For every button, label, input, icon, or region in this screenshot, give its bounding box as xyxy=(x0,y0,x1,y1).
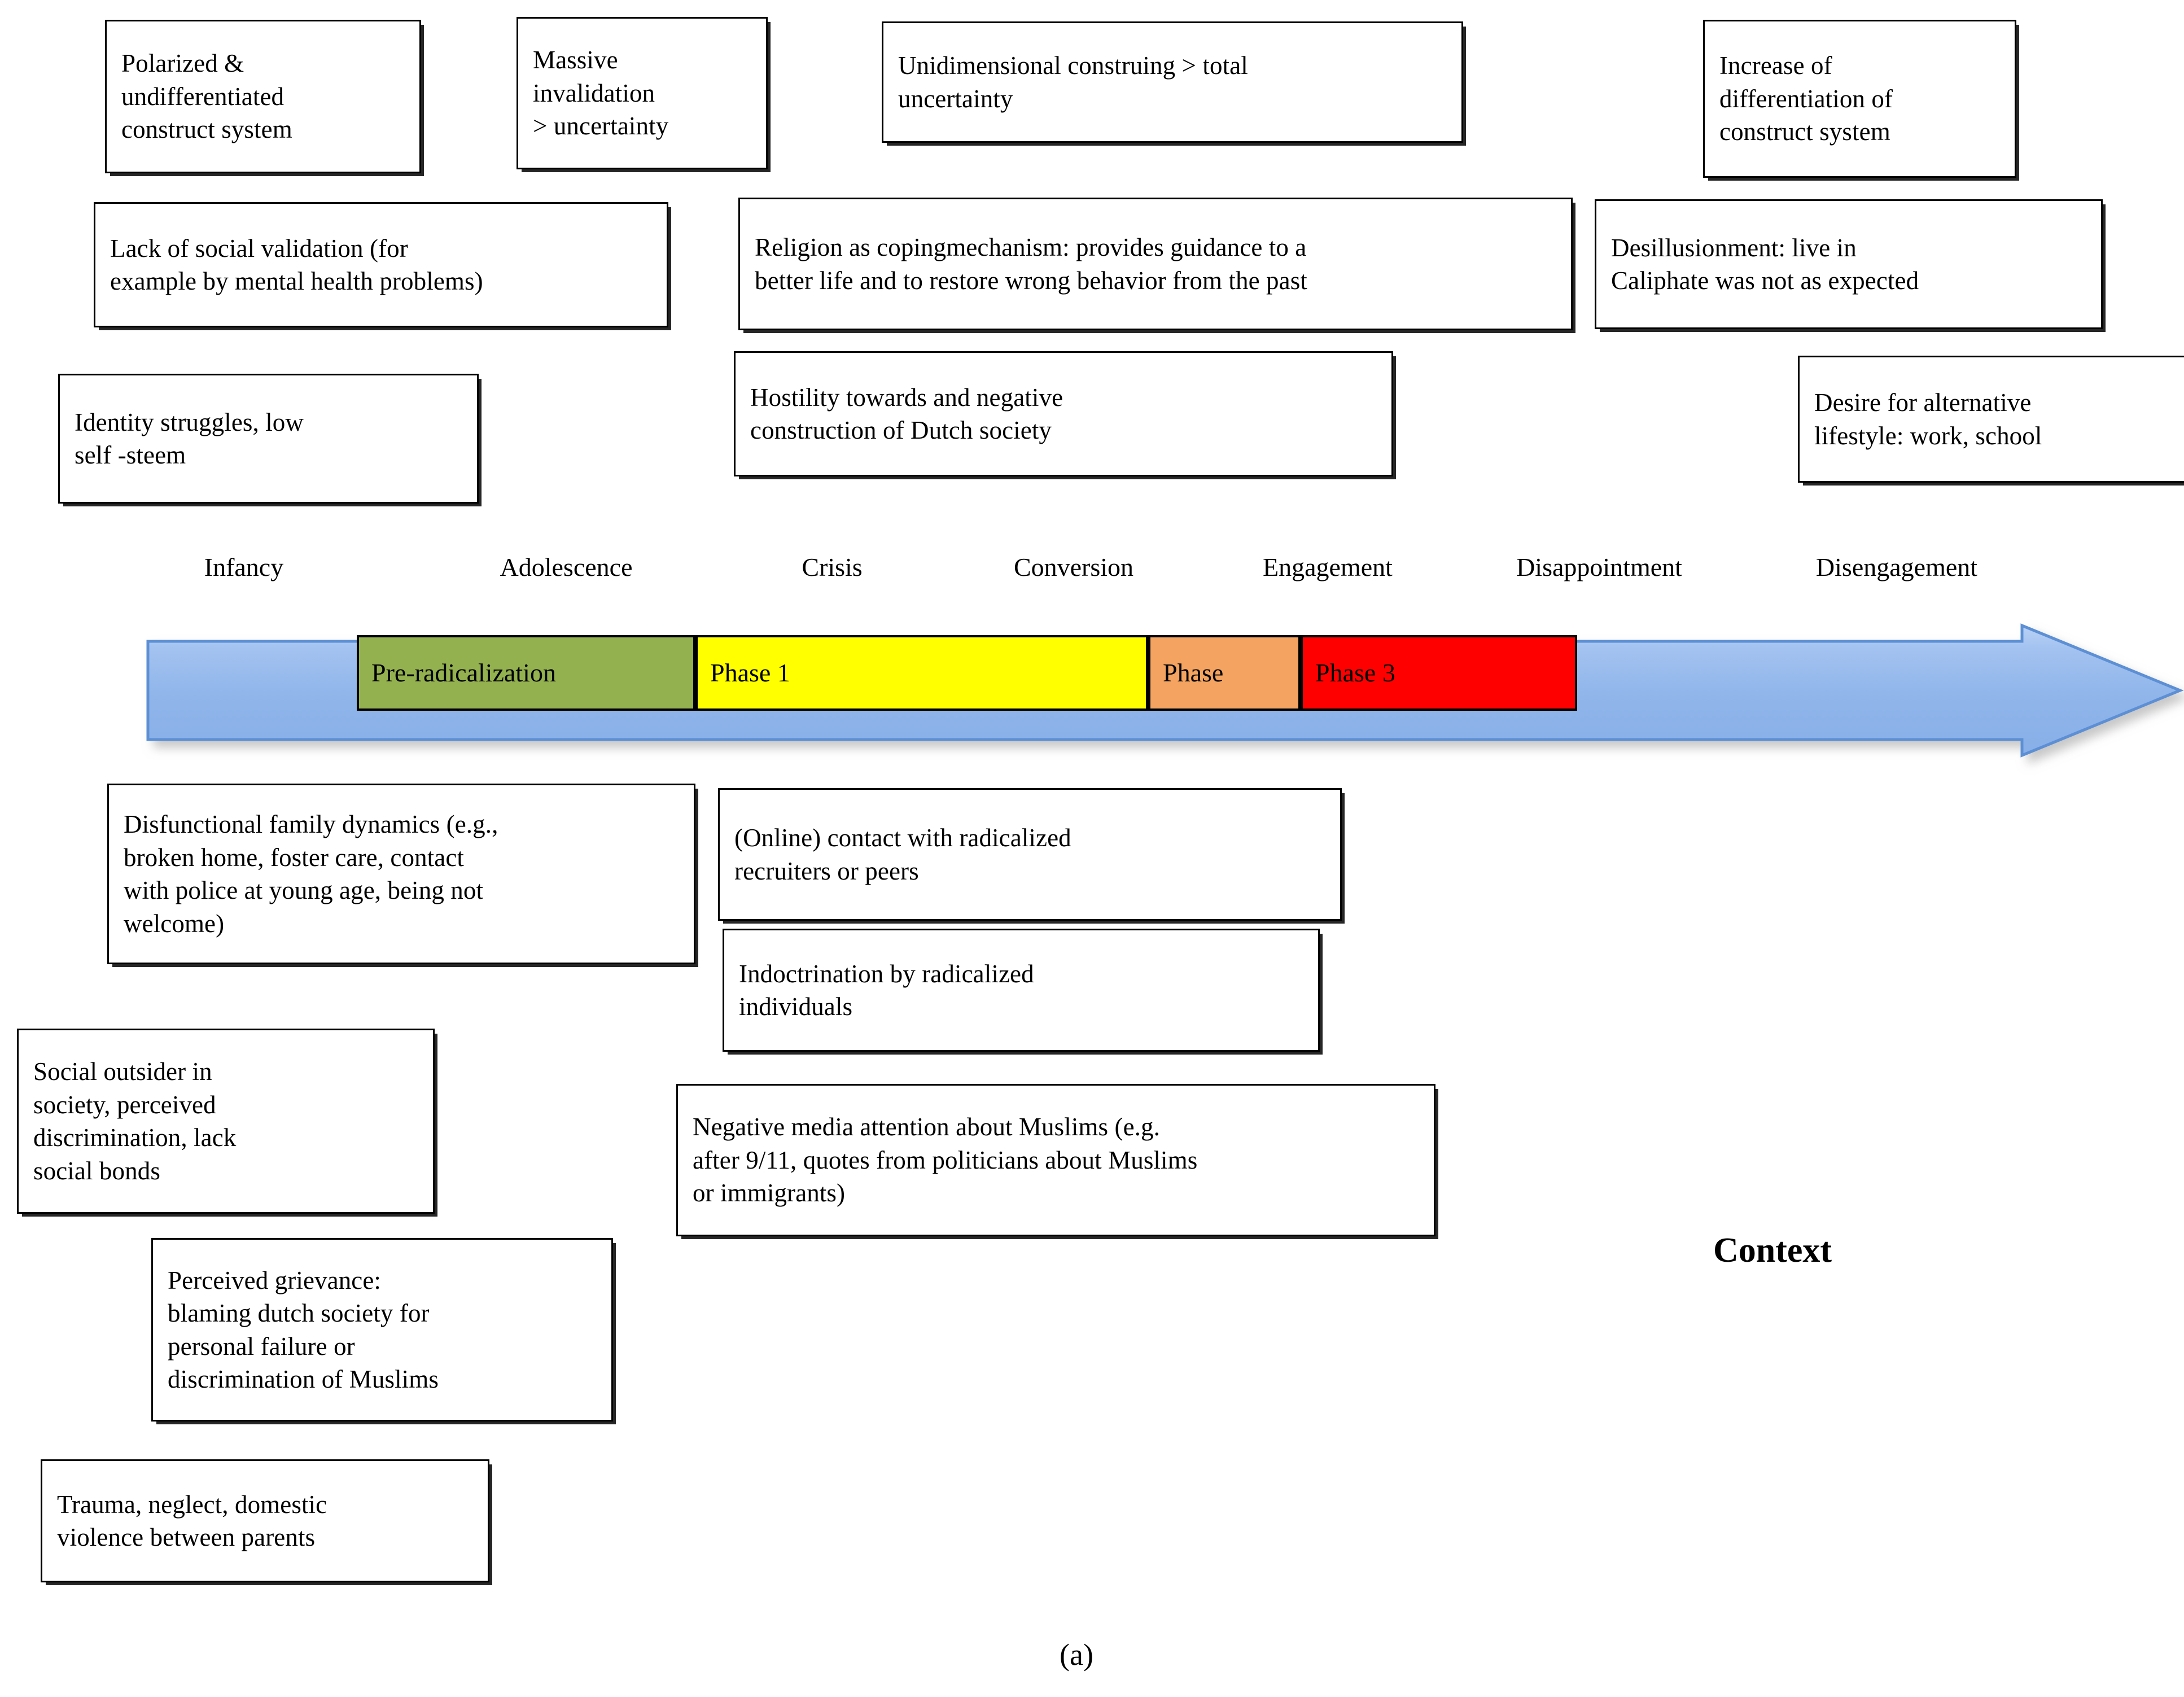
stage-label-crisis: Crisis xyxy=(802,553,863,581)
massive-invalidation-box: Massive invalidation > uncertainty xyxy=(517,17,768,169)
phase-label: Phase xyxy=(1163,658,1224,687)
stage-label-infancy: Infancy xyxy=(204,553,284,581)
phase-segment-3: Phase xyxy=(1148,635,1301,711)
hostility-dutch-society-box: Hostility towards and negative construct… xyxy=(734,351,1393,476)
polarized-construct-system-box: Polarized & undifferentiated construct s… xyxy=(105,20,421,173)
box-text: Social outsider in society, perceived di… xyxy=(33,1057,237,1185)
perceived-grievance-box: Perceived grievance: blaming dutch socie… xyxy=(151,1238,613,1422)
box-text: Religion as copingmechanism: provides gu… xyxy=(755,233,1307,295)
box-text: Indoctrination by radicalized individual… xyxy=(739,959,1034,1021)
box-text: Disfunctional family dynamics (e.g., bro… xyxy=(124,810,498,938)
box-text: Negative media attention about Muslims (… xyxy=(693,1113,1198,1208)
unidimensional-construing-box: Unidimensional construing > total uncert… xyxy=(882,21,1463,143)
context-label: Context xyxy=(1713,1231,1832,1270)
phase-label: Phase 3 xyxy=(1315,658,1395,687)
phase-segment-4: Phase 3 xyxy=(1301,635,1577,711)
box-text: Desillusionment: live in Caliphate was n… xyxy=(1611,233,1919,295)
stage-label-adolescence: Adolescence xyxy=(500,553,633,581)
negative-media-attention-box: Negative media attention about Muslims (… xyxy=(676,1084,1435,1236)
box-text: Perceived grievance: blaming dutch socie… xyxy=(168,1266,439,1394)
box-text: Trauma, neglect, domestic violence betwe… xyxy=(57,1490,327,1552)
box-text: Massive invalidation > uncertainty xyxy=(533,46,669,141)
phase-label: Pre-radicalization xyxy=(371,658,556,687)
phase-segment-2: Phase 1 xyxy=(695,635,1148,711)
trauma-neglect-box: Trauma, neglect, domestic violence betwe… xyxy=(41,1459,489,1582)
box-text: Increase of differentiation of construct… xyxy=(1719,51,1893,146)
desillusionment-caliphate-box: Desillusionment: live in Caliphate was n… xyxy=(1595,199,2103,329)
figure-caption: (a) xyxy=(1060,1638,1093,1672)
lack-social-validation-box: Lack of social validation (for example b… xyxy=(94,202,668,327)
online-contact-recruiters-box: (Online) contact with radicalized recrui… xyxy=(718,788,1342,921)
stage-label-engagement: Engagement xyxy=(1263,553,1393,581)
stage-label-conversion: Conversion xyxy=(1013,553,1134,581)
box-text: Polarized & undifferentiated construct s… xyxy=(121,49,292,144)
phase-segment-1: Pre-radicalization xyxy=(357,635,695,711)
identity-struggles-box: Identity struggles, low self -steem xyxy=(58,374,479,504)
box-text: Identity struggles, low self -steem xyxy=(75,408,304,470)
stage-label-disappointment: Disappointment xyxy=(1516,553,1682,581)
box-text: Lack of social validation (for example b… xyxy=(110,234,483,296)
increase-differentiation-box: Increase of differentiation of construct… xyxy=(1703,20,2016,178)
box-text: Desire for alternative lifestyle: work, … xyxy=(1814,388,2042,450)
social-outsider-box: Social outsider in society, perceived di… xyxy=(17,1029,435,1214)
stage-label-disengagement: Disengagement xyxy=(1815,553,1978,581)
indoctrination-radicalized-box: Indoctrination by radicalized individual… xyxy=(723,929,1320,1052)
phase-label: Phase 1 xyxy=(710,658,790,687)
religion-coping-mechanism-box: Religion as copingmechanism: provides gu… xyxy=(738,198,1573,330)
box-text: Hostility towards and negative construct… xyxy=(750,383,1063,445)
disfunctional-family-dynamics-box: Disfunctional family dynamics (e.g., bro… xyxy=(107,784,695,964)
box-text: (Online) contact with radicalized recrui… xyxy=(734,824,1071,885)
box-text: Unidimensional construing > total uncert… xyxy=(898,51,1248,113)
desire-alternative-lifestyle-box: Desire for alternative lifestyle: work, … xyxy=(1798,356,2184,483)
